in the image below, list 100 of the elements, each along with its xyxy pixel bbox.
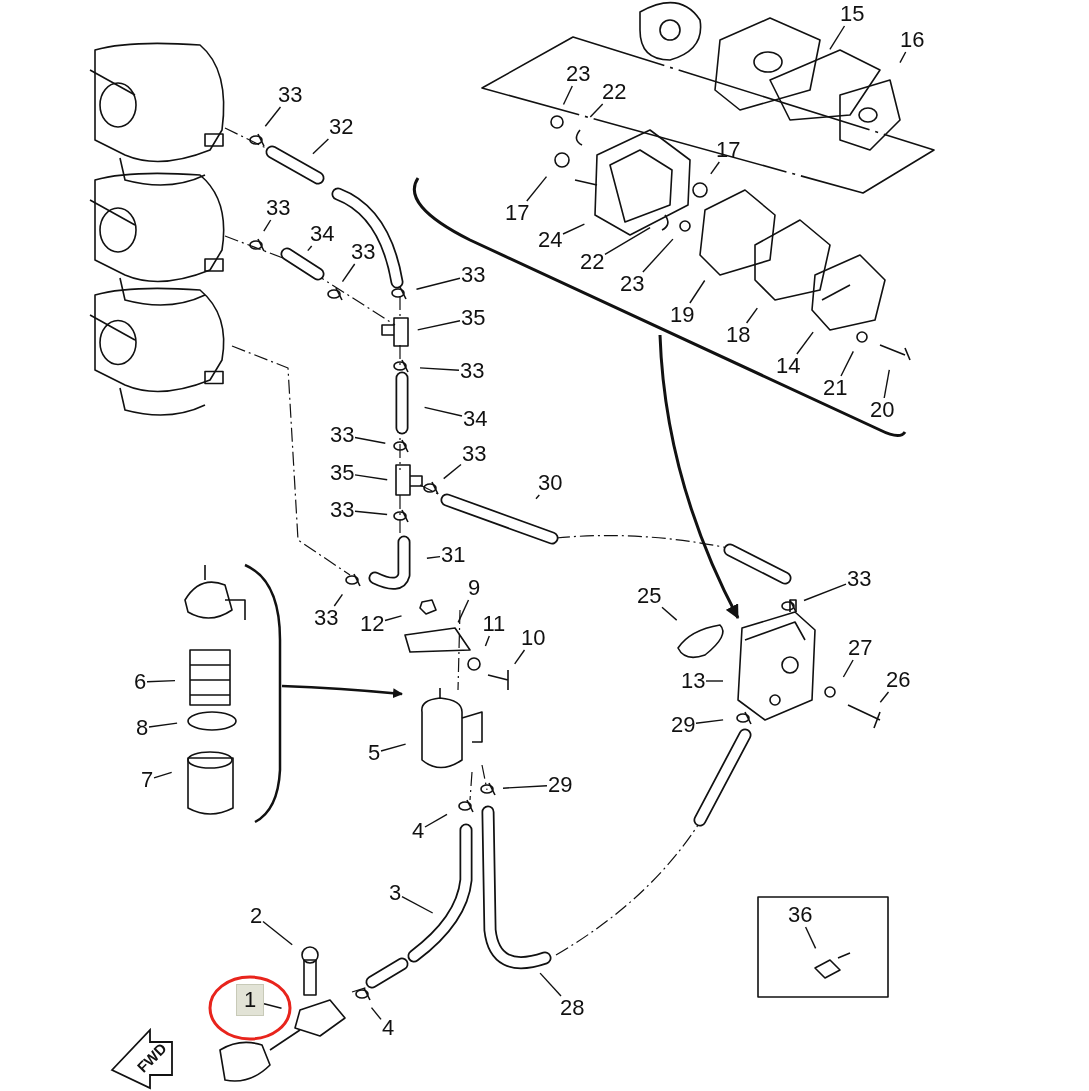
callout-number: 9 (467, 576, 482, 600)
callout-number: 12 (359, 612, 386, 636)
leader-line (526, 175, 548, 202)
leader-line (370, 1006, 382, 1021)
leader-line (689, 279, 706, 304)
leader-line (264, 106, 282, 127)
callout-number: 33 (459, 359, 486, 383)
callout-number: 32 (328, 115, 355, 139)
leader-line (796, 331, 814, 355)
callout-number: 17 (715, 138, 742, 162)
callout-number: 21 (822, 376, 849, 400)
leader-line (401, 896, 434, 914)
leader-line (535, 494, 540, 500)
callout-number: 23 (619, 272, 646, 296)
leader-line (354, 474, 388, 481)
callout-number: 35 (329, 461, 356, 485)
leader-line (415, 277, 461, 290)
callout-number: 34 (462, 407, 489, 431)
callout-number: 33 (329, 498, 356, 522)
callout-number: 17 (504, 201, 531, 225)
callout-number: 30 (537, 471, 564, 495)
leader-line (842, 659, 854, 678)
leader-line (502, 785, 548, 789)
leader-line (562, 85, 573, 106)
leader-line (312, 138, 330, 155)
leader-line (514, 649, 526, 665)
callout-number: 22 (579, 250, 606, 274)
callout-number: 20 (869, 398, 896, 422)
leader-line (457, 599, 470, 624)
leader-line (263, 1003, 283, 1009)
callout-number: 4 (411, 819, 426, 843)
leader-line (562, 223, 586, 235)
leader-line (879, 691, 890, 703)
callout-number: 19 (669, 303, 696, 327)
leader-line (443, 463, 462, 480)
callout-number: 15 (839, 2, 866, 26)
callout-number: 8 (135, 716, 150, 740)
callout-number: 14 (775, 354, 802, 378)
callout-number: 33 (350, 240, 377, 264)
callout-number: 27 (847, 636, 874, 660)
callout-number: 33 (265, 196, 292, 220)
leader-line (426, 555, 441, 559)
leader-line (417, 320, 461, 331)
callout-number: 33 (313, 606, 340, 630)
leader-line (840, 350, 854, 377)
callout-number: 11 (481, 612, 507, 636)
leader-line (148, 722, 178, 728)
leader-line (263, 219, 272, 232)
leader-line (380, 743, 407, 752)
leader-line (341, 263, 356, 283)
leader-line (695, 719, 724, 724)
leader-line (604, 226, 651, 255)
callout-number: 3 (388, 881, 403, 905)
callout-number: 18 (725, 323, 752, 347)
callout-number: 2 (249, 904, 264, 928)
leader-line (423, 406, 463, 417)
leader-line (146, 679, 176, 683)
leader-line (803, 583, 847, 602)
leader-line (829, 25, 846, 50)
leader-line (642, 238, 674, 273)
leader-line (333, 593, 344, 607)
callout-number: 34 (309, 222, 336, 246)
callout-number: 28 (559, 996, 586, 1020)
callout-number: 26 (885, 668, 912, 692)
callout-number: 33 (461, 442, 488, 466)
callout-number: 35 (460, 306, 487, 330)
callout-number: 36 (787, 903, 814, 927)
leader-line (710, 161, 720, 175)
leader-line (899, 51, 907, 64)
leader-line (354, 510, 388, 516)
leader-line (539, 972, 562, 997)
leader-line (745, 307, 758, 324)
callout-number: 33 (460, 263, 487, 287)
callout-number: 31 (440, 543, 467, 567)
leader-line (384, 615, 403, 622)
leader-line (307, 245, 313, 252)
leader-line (705, 680, 724, 682)
callout-number: 5 (367, 741, 382, 765)
callout-number: 10 (520, 626, 547, 650)
leader-line (589, 103, 604, 118)
leader-line (661, 606, 678, 621)
callout-number: 29 (670, 713, 697, 737)
callout-number: 33 (329, 423, 356, 447)
callout-number: 4 (381, 1016, 396, 1040)
leader-line (419, 367, 460, 371)
callout-number: 22 (601, 80, 628, 104)
leader-line (354, 436, 386, 444)
callout-number: 29 (547, 773, 574, 797)
callout-number: 33 (846, 567, 873, 591)
callout-number: 23 (565, 62, 592, 86)
leader-line (804, 926, 817, 950)
leader-line (153, 771, 173, 779)
callout-number: 25 (636, 584, 663, 608)
callout-number: 16 (899, 28, 926, 52)
leader-line (883, 369, 890, 399)
leader-line (484, 635, 490, 647)
callout-number: 1 (236, 984, 265, 1016)
callout-number: 7 (140, 768, 155, 792)
leader-line (424, 813, 448, 828)
callout-number: 13 (680, 669, 707, 693)
